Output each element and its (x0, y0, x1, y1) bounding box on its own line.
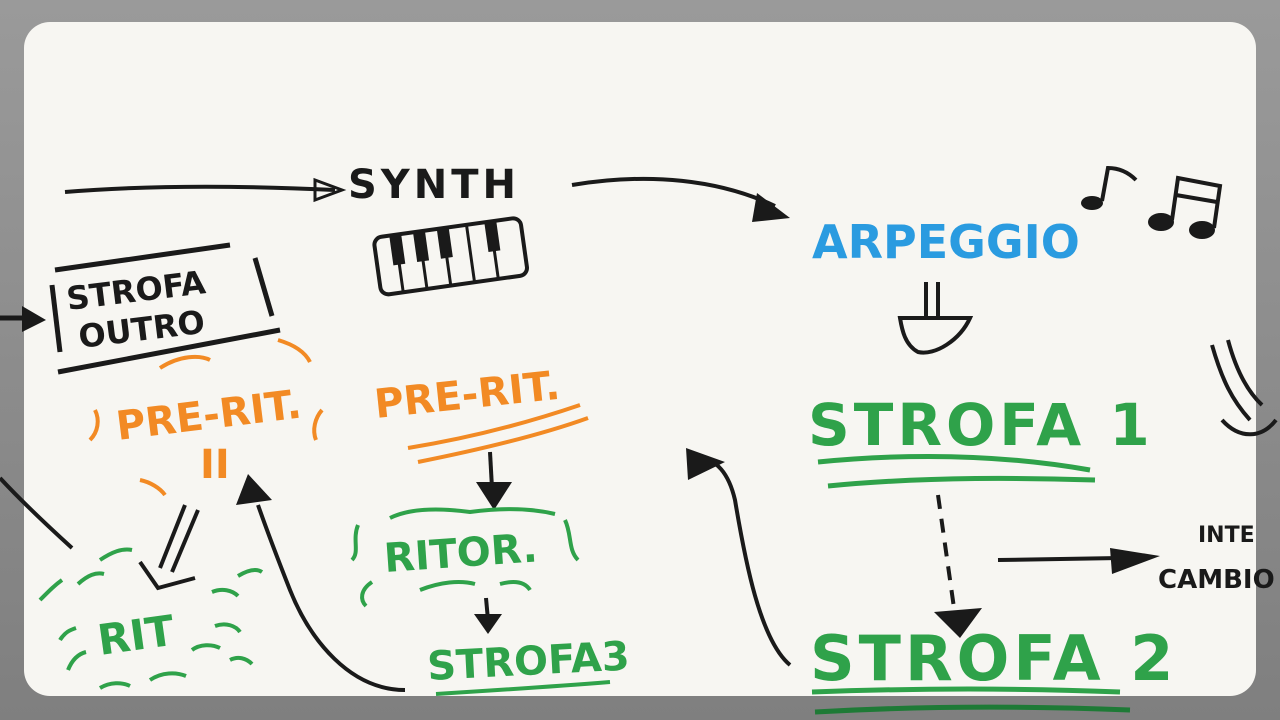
strofa1-node: STROFA 1 (808, 391, 1154, 489)
arrow-strofa3-to-preritii (256, 504, 406, 692)
pre-rit-node: PRE-RIT. (372, 363, 589, 464)
inte-label: INTE (1198, 523, 1255, 548)
arrow-strofa1-to-strofa2 (936, 494, 957, 616)
arrow-synth-to-arpeggio-head (752, 193, 790, 222)
strofa3-label: STROFA3 (426, 633, 631, 690)
synth-label: SYNTH (348, 162, 520, 208)
strofa2-double-underline (814, 704, 1131, 715)
rit-node: RIT (38, 547, 264, 690)
arrow-into-strofa-outro-head (22, 306, 46, 332)
pre-rit-ii-suffix: II (200, 442, 230, 488)
arrow-left-diagonal (0, 476, 74, 550)
arrow-to-cambio-head (1110, 548, 1160, 574)
strofa2-label: STROFA 2 (810, 622, 1177, 695)
cambio-label: CAMBIO (1158, 565, 1275, 595)
strofa3-node: STROFA3 (426, 633, 631, 696)
pre-rit-ii-node: PRE-RIT. II (88, 338, 324, 497)
arrow-prerit-to-ritor-head (476, 482, 512, 510)
ritor-label: RITOR. (382, 525, 539, 582)
strofa-outro-box: STROFA OUTRO (49, 242, 281, 375)
music-notes-icon (1081, 165, 1223, 239)
arrow-to-synth-head (313, 177, 347, 203)
arrow-arpeggio-to-strofa1 (897, 282, 974, 355)
arrow-strofa2-to-prerit-head (686, 448, 725, 480)
arrow-synth-to-arpeggio (571, 176, 776, 208)
strofa2-node: STROFA 2 (810, 622, 1177, 695)
arpeggio-label: ARPEGGIO (812, 215, 1080, 269)
arrow-to-synth (64, 184, 336, 194)
rit-label: RIT (95, 606, 178, 665)
arrow-ritor-to-strofa3-head (474, 614, 502, 634)
right-edge-arrow (1210, 339, 1278, 437)
keyboard-icon (372, 216, 529, 297)
arrow-strofa3-to-preritii-head (236, 474, 272, 505)
arrow-preritii-to-rit (138, 504, 200, 591)
pre-rit-ii-label: PRE-RIT. (114, 382, 304, 450)
arrow-to-cambio (997, 556, 1121, 562)
ritor-node: RITOR. (350, 507, 580, 608)
arrow-strofa1-to-strofa2-head (934, 608, 982, 638)
strofa1-label: STROFA 1 (808, 391, 1154, 459)
whiteboard (24, 22, 1256, 696)
arrow-strofa2-to-prerit (704, 456, 792, 667)
